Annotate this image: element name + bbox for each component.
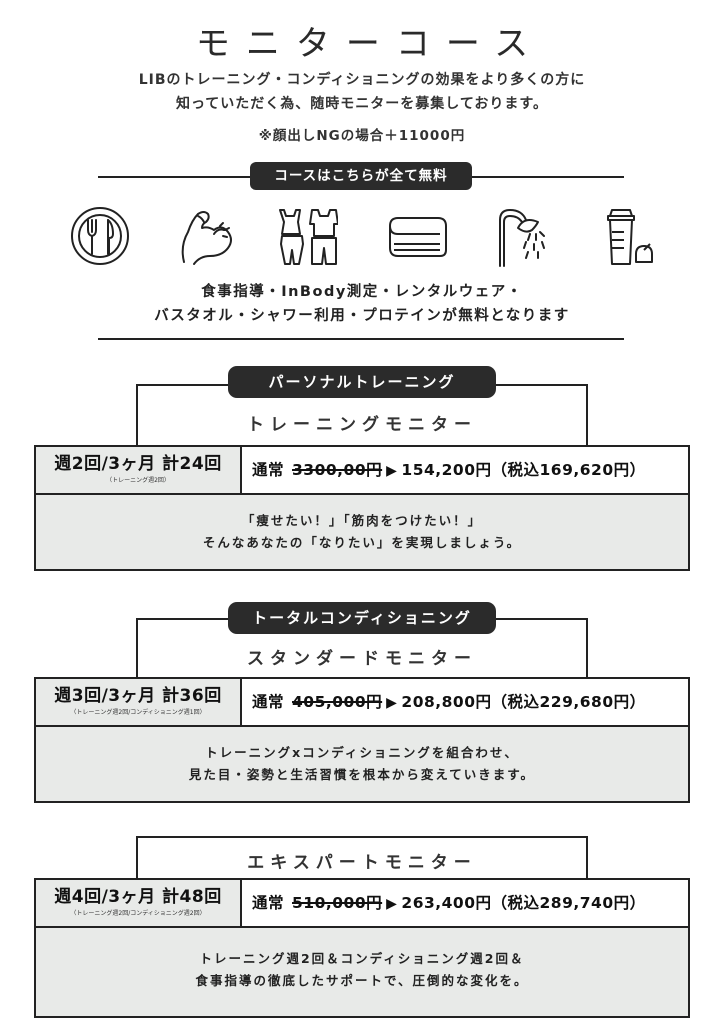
wear-icon — [274, 204, 339, 268]
plan-frequency-note: （トレーニング週2回/コンディショニング週2回） — [70, 910, 206, 917]
section-divider — [98, 338, 624, 340]
plan-expert-monitor: エキスパートモニター 週4回/3ヶ月 計48回 （トレーニング週2回/コンディシ… — [34, 836, 690, 1024]
meal-icon — [68, 204, 132, 268]
tax-price: （税込229,680円） — [491, 693, 646, 711]
free-services-line: バスタオル・シャワー利用・プロテインが無料となります — [154, 308, 570, 324]
plan-box: 週4回/3ヶ月 計48回 （トレーニング週2回/コンディショニング週2回） 通常… — [34, 878, 690, 1018]
plan-description: トレーニング週2回＆コンディショニング週2回＆ 食事指導の徹底したサポートで、圧… — [36, 928, 688, 1016]
new-price: 154,200円 — [401, 461, 492, 479]
plan-desc-line: トレーニングxコンディショニングを組合わせ、 — [205, 745, 519, 760]
towel-icon — [384, 204, 448, 268]
plan-frequency-note: （トレーニング週2回） — [106, 477, 170, 484]
old-price: 510,000円 — [292, 894, 383, 912]
free-label: コースはこちらが全て無料 — [250, 162, 472, 190]
plan-box: 週2回/3ヶ月 計24回 （トレーニング週2回） 通常 3300,00円▶154,… — [34, 445, 690, 571]
plan-price: 通常 510,000円▶263,400円（税込289,740円） — [242, 880, 688, 926]
plan-frequency-note: （トレーニング週2回/コンディショニング週1回） — [70, 709, 206, 716]
arrow-icon: ▶ — [386, 463, 398, 479]
new-price: 208,800円 — [401, 693, 492, 711]
plan-category-pill: トータルコンディショニング — [228, 602, 496, 634]
price-label: 通常 — [252, 894, 285, 912]
plan-desc-line: そんなあなたの「なりたい」を実現しましょう。 — [202, 535, 522, 550]
old-price: 405,000円 — [292, 693, 383, 711]
plan-head: 週4回/3ヶ月 計48回 （トレーニング週2回/コンディショニング週2回） 通常… — [36, 880, 688, 928]
plan-price: 通常 3300,00円▶154,200円（税込169,620円） — [242, 447, 688, 493]
plan-name: スタンダードモニター — [247, 649, 477, 669]
plan-desc-line: 「痩せたい！」「筋肉をつけたい！」 — [241, 513, 483, 528]
new-price: 263,400円 — [401, 894, 492, 912]
free-services-line: 食事指導・InBody測定・レンタルウェア・ — [201, 284, 523, 300]
face-ng-note: ※顔出しNGの場合＋11000円 — [258, 128, 466, 144]
intro-line: LIBのトレーニング・コンディショニングの効果をより多くの方に — [138, 72, 586, 88]
plan-frequency: 週3回/3ヶ月 計36回 — [54, 686, 222, 706]
plan-frequency-cell: 週3回/3ヶ月 計36回 （トレーニング週2回/コンディショニング週1回） — [36, 679, 242, 725]
plan-standard-monitor: トータルコンディショニング スタンダードモニター 週3回/3ヶ月 計36回 （ト… — [34, 602, 690, 804]
free-section-header: コースはこちらが全て無料 — [98, 162, 624, 190]
intro-line: 知っていただく為、随時モニターを募集しております。 — [175, 96, 549, 112]
plan-head: 週3回/3ヶ月 計36回 （トレーニング週2回/コンディショニング週1回） 通常… — [36, 679, 688, 727]
old-price: 3300,00円 — [292, 461, 383, 479]
plan-desc-line: トレーニング週2回＆コンディショニング週2回＆ — [199, 951, 525, 966]
plan-description: トレーニングxコンディショニングを組合わせ、 見た目・姿勢と生活習慣を根本から変… — [36, 727, 688, 801]
plan-box: 週3回/3ヶ月 計36回 （トレーニング週2回/コンディショニング週1回） 通常… — [34, 677, 690, 803]
intro-text: LIBのトレーニング・コンディショニングの効果をより多くの方に 知っていただく為… — [0, 68, 724, 116]
plan-name: エキスパートモニター — [247, 853, 477, 873]
free-services-text: 食事指導・InBody測定・レンタルウェア・ バスタオル・シャワー利用・プロテイ… — [0, 280, 724, 328]
plan-desc-line: 見た目・姿勢と生活習慣を根本から変えていきます。 — [188, 767, 536, 782]
muscle-arm-icon — [174, 204, 238, 268]
plan-frequency: 週2回/3ヶ月 計24回 — [54, 454, 222, 474]
plan-price: 通常 405,000円▶208,800円（税込229,680円） — [242, 679, 688, 725]
plan-frequency: 週4回/3ヶ月 計48回 — [54, 887, 222, 907]
arrow-icon: ▶ — [386, 695, 398, 711]
service-icons — [62, 204, 662, 268]
price-label: 通常 — [252, 693, 285, 711]
shower-icon — [490, 204, 554, 268]
plan-frequency-cell: 週2回/3ヶ月 計24回 （トレーニング週2回） — [36, 447, 242, 493]
plan-category-pill: パーソナルトレーニング — [228, 366, 496, 398]
plan-frequency-cell: 週4回/3ヶ月 計48回 （トレーニング週2回/コンディショニング週2回） — [36, 880, 242, 926]
arrow-icon: ▶ — [386, 896, 398, 912]
page-title: モニターコース — [195, 24, 545, 64]
plan-head: 週2回/3ヶ月 計24回 （トレーニング週2回） 通常 3300,00円▶154,… — [36, 447, 688, 495]
plan-description: 「痩せたい！」「筋肉をつけたい！」 そんなあなたの「なりたい」を実現しましょう。 — [36, 495, 688, 569]
protein-shaker-icon — [594, 204, 658, 268]
price-label: 通常 — [252, 461, 285, 479]
plan-desc-line: 食事指導の徹底したサポートで、圧倒的な変化を。 — [195, 973, 529, 988]
plan-name: トレーニングモニター — [247, 415, 477, 435]
tax-price: （税込169,620円） — [491, 461, 646, 479]
tax-price: （税込289,740円） — [491, 894, 646, 912]
plan-frame — [136, 836, 588, 880]
plan-training-monitor: パーソナルトレーニング トレーニングモニター 週2回/3ヶ月 計24回 （トレー… — [34, 366, 690, 572]
